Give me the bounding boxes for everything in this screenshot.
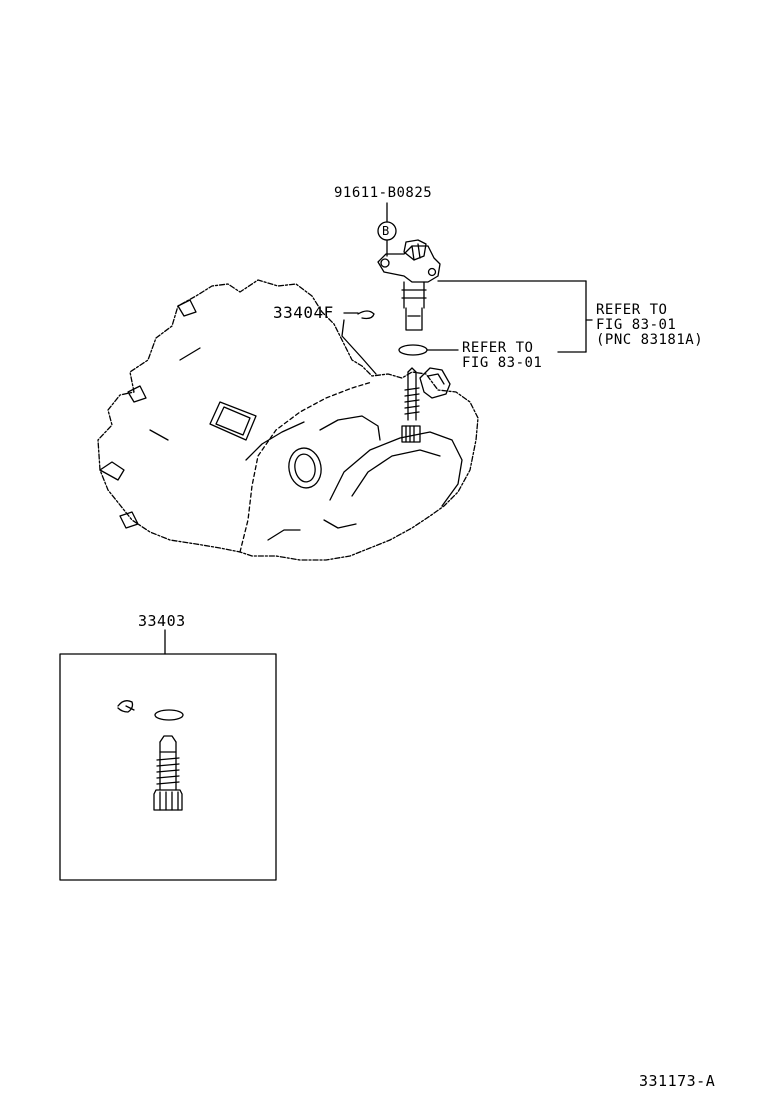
speed-sensor	[377, 239, 441, 331]
transmission-case	[97, 279, 479, 561]
clip-part-number: 33404F	[273, 303, 334, 322]
driven-gear-shaft	[401, 367, 421, 443]
clip-part	[357, 310, 375, 320]
bolt-callout-circle	[377, 221, 397, 241]
bolt-part-number: 91611-B0825	[334, 185, 433, 201]
oring-reference-line2: FIG 83-01	[462, 355, 543, 371]
figure-code: 331173-A	[639, 1072, 716, 1090]
kit-contents	[117, 700, 184, 811]
oring-reference-line1: REFER TO	[462, 340, 534, 356]
o-ring	[398, 344, 428, 356]
sensor-reference-line2: FIG 83-01	[596, 317, 677, 333]
kit-part-number: 33403	[138, 612, 186, 630]
leader-lines	[164, 202, 593, 655]
sensor-reference-line1: REFER TO	[596, 302, 668, 318]
kit-box	[59, 653, 277, 881]
sensor-reference-line3: (PNC 83181A)	[596, 332, 704, 348]
bolt-callout-letter: B	[382, 224, 390, 238]
